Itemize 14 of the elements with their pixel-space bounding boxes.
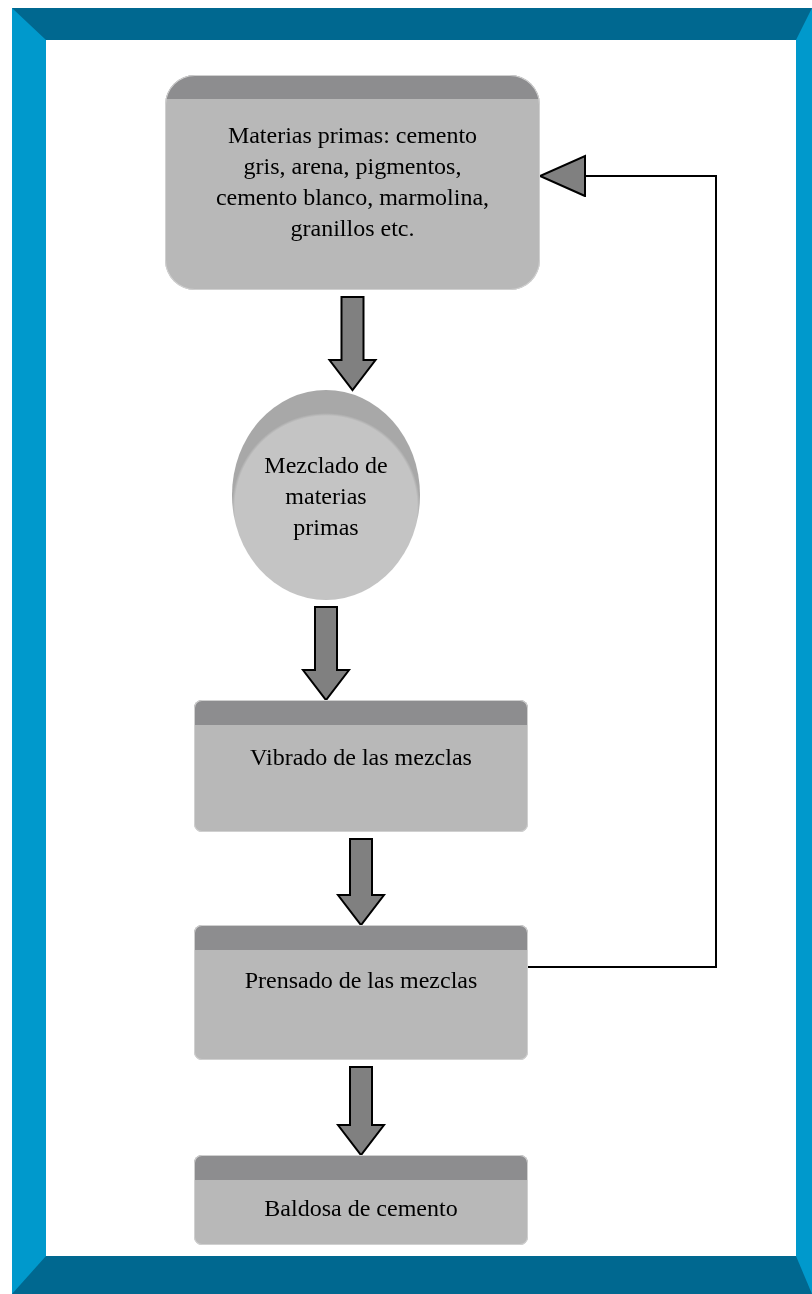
block-arrow: [335, 838, 387, 927]
process-box: [194, 1155, 528, 1245]
block-arrow: [327, 296, 378, 392]
block-arrow: [300, 606, 352, 702]
process-box: [165, 75, 540, 290]
step-text: Baldosa de cemento: [263, 1194, 459, 1223]
block-arrow: [335, 1066, 387, 1157]
step-text: Mezclado de materias primas: [264, 451, 388, 542]
step-text: Prensado de las mezclas: [243, 966, 479, 995]
step-text: Vibrado de las mezclas: [249, 743, 473, 772]
feedback-arrow: [527, 155, 717, 968]
step-text: Materias primas: cemento gris, arena, pigmentos, cemento blanco, marmolina, granillos etc.: [214, 121, 491, 243]
process-box: [194, 700, 528, 832]
process-box: [194, 925, 528, 1060]
